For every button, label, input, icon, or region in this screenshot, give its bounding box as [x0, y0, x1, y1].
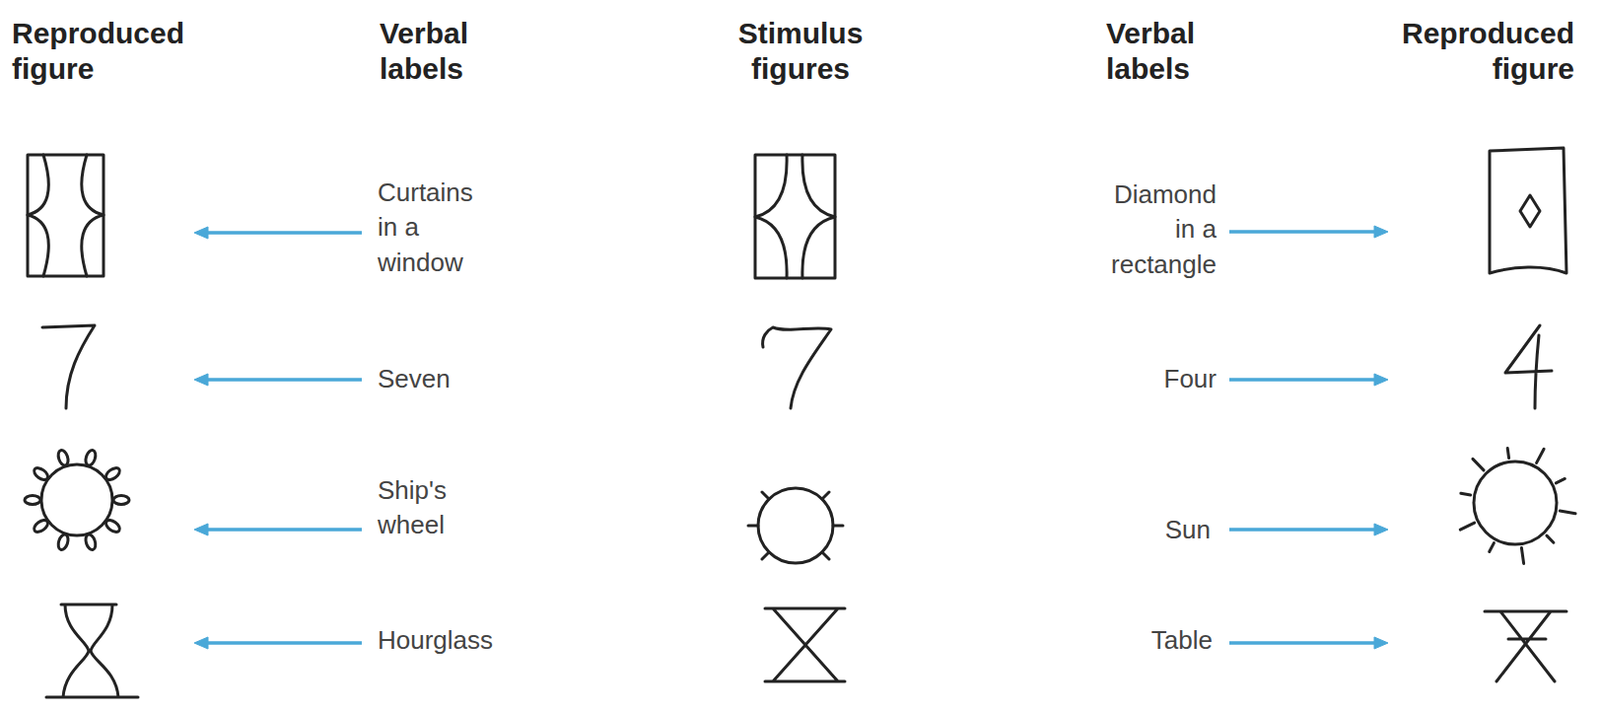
wheel-petal [113, 495, 130, 505]
wheel-petal [56, 533, 70, 552]
diamond-shape [1520, 195, 1540, 227]
sun-ray [1536, 448, 1545, 463]
sun-ray [1472, 458, 1484, 471]
sun-rays [1460, 448, 1576, 564]
wheel-petal [103, 465, 122, 483]
verbal-label: Diamond in a rectangle [1094, 177, 1217, 281]
sun-ray [1546, 535, 1554, 543]
verbal-label: Table [1054, 623, 1213, 658]
figures [24, 147, 1576, 697]
column-header: Verbal labels [1106, 15, 1245, 87]
wheel-petal [31, 517, 50, 535]
four-shape [1505, 325, 1552, 409]
hourglass-shape [46, 604, 139, 697]
wheel-petals [24, 448, 130, 552]
verbal-label: Curtains in a window [377, 175, 494, 279]
sun-ray [1460, 492, 1471, 495]
sun-ray [1521, 548, 1524, 564]
window-rect [27, 154, 104, 277]
sun-ray [1489, 543, 1495, 553]
wheel-circle [41, 464, 113, 536]
table-shape [1484, 611, 1567, 682]
window-rect [755, 154, 835, 279]
column-header: Verbal labels [379, 15, 518, 87]
wheel-petal [31, 465, 50, 483]
sun-ray [1559, 510, 1576, 514]
wheel-petal [83, 448, 98, 467]
column-header: Stimulus figures [716, 15, 885, 87]
wheel-petal [56, 448, 70, 467]
seven-shape [763, 327, 832, 409]
arrow-heads [194, 226, 209, 649]
sun-ray [1507, 448, 1509, 459]
sun-ray [1555, 478, 1565, 483]
wheel-petal [103, 517, 122, 535]
arrows [194, 225, 1389, 649]
sun-circle [1473, 461, 1557, 545]
wheel-petal [24, 495, 41, 505]
verbal-label: Hourglass [377, 623, 575, 658]
verbal-label: Ship's wheel [377, 473, 487, 543]
hourglass-shape [765, 608, 845, 682]
column-header: Reproduced figure [1377, 15, 1575, 87]
curtain-curves [27, 154, 104, 277]
verbal-label: Sun [1052, 512, 1211, 548]
curtain-curves [755, 154, 835, 279]
seven-shape [42, 325, 95, 409]
arrow-heads [1374, 225, 1389, 649]
verbal-label: Four [1058, 361, 1217, 397]
wheel-petal [83, 533, 98, 552]
wheel-ticks [748, 491, 843, 559]
rectangle-shape [1489, 147, 1567, 274]
column-header: Reproduced figure [11, 15, 209, 87]
verbal-label: Seven [377, 361, 536, 397]
sun-ray [1460, 522, 1474, 530]
arrow-lines [202, 232, 362, 643]
arrow-lines [1229, 231, 1381, 643]
